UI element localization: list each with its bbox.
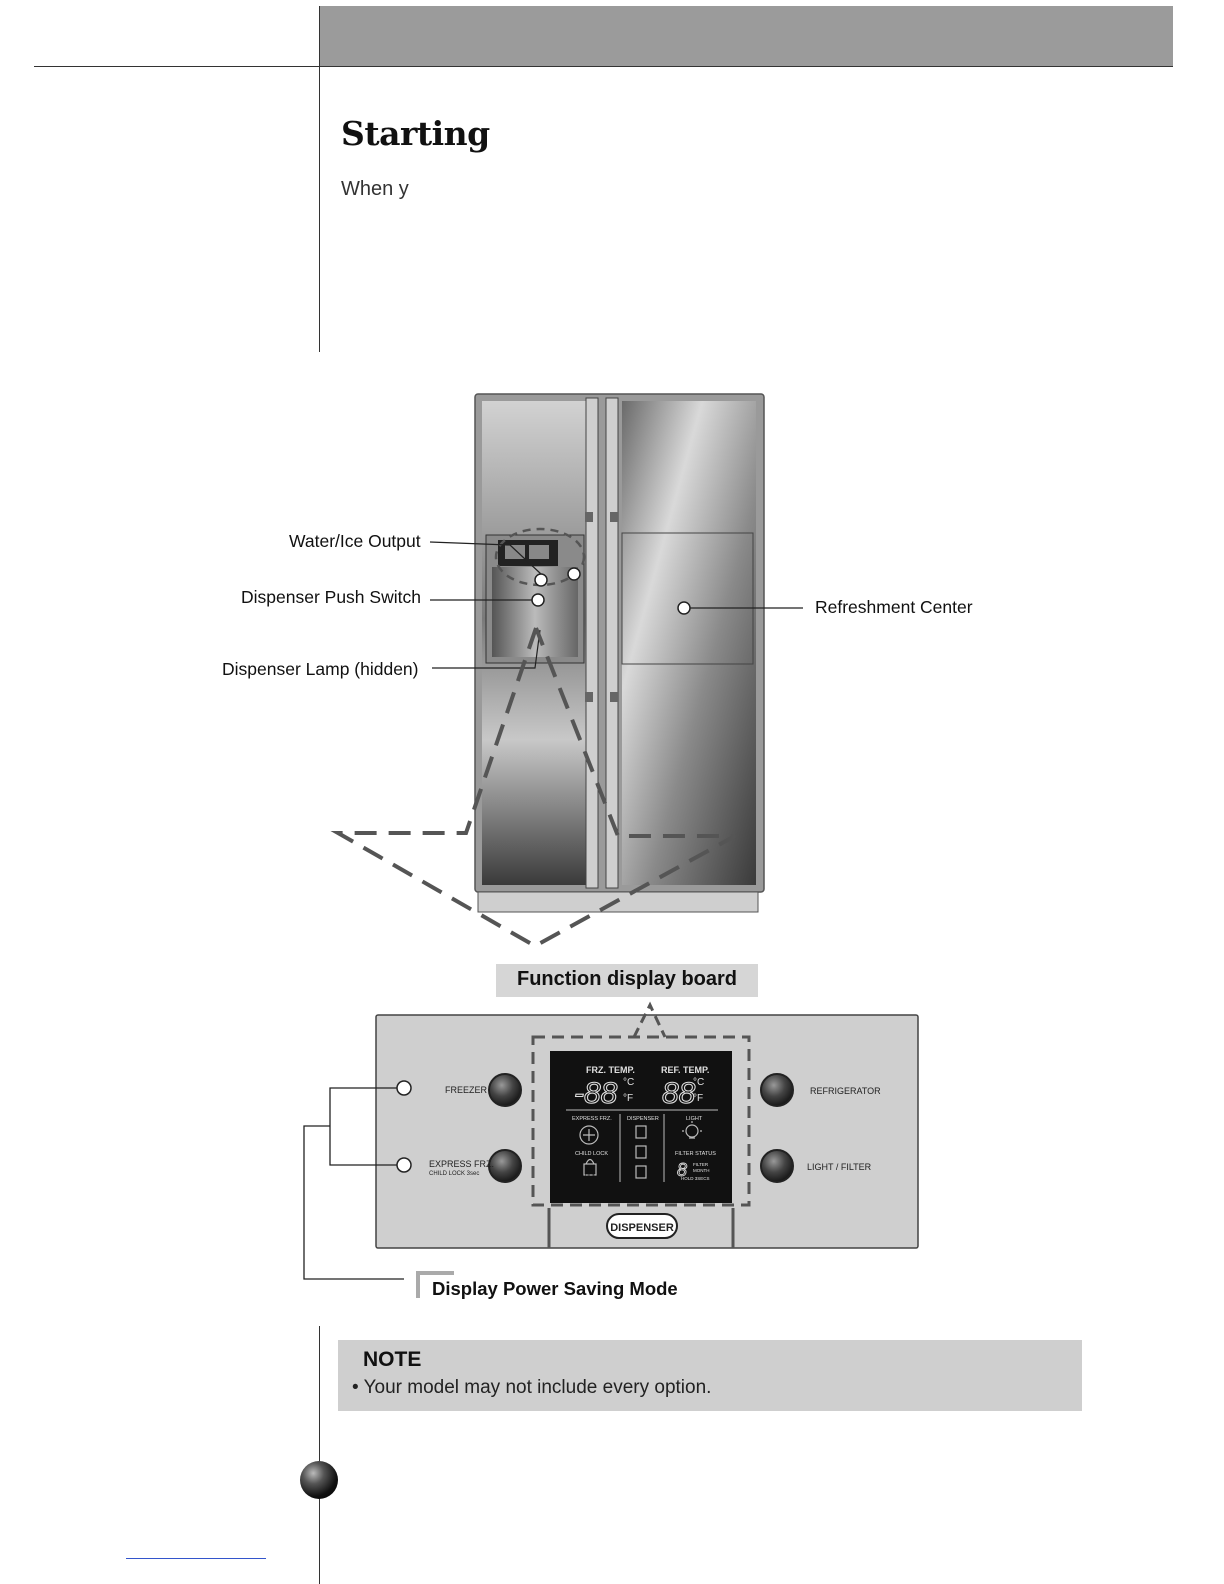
- margin-line-top: [319, 6, 320, 352]
- lcd-filter-month-2: MONTH: [693, 1168, 710, 1173]
- refrigerator-illustration: [474, 393, 765, 913]
- lcd-filter-status: FILTER STATUS: [675, 1151, 716, 1157]
- power-saving-mode-label: Display Power Saving Mode: [432, 1278, 678, 1299]
- lcd-ref-unit-c: °C: [693, 1077, 704, 1088]
- light-filter-button-label: LIGHT / FILTER: [807, 1162, 872, 1172]
- refrigerator-button-label: REFRIGERATOR: [810, 1086, 881, 1096]
- lcd-filter-digit: 8: [677, 1160, 687, 1180]
- lcd-lock: LOCK: [582, 1173, 596, 1179]
- note-text: • Your model may not include every optio…: [352, 1377, 712, 1398]
- freezer-button-label: FREEZER: [445, 1085, 488, 1095]
- callout-lines: [429, 541, 803, 669]
- refreshment-center-label: Refreshment Center: [815, 597, 973, 617]
- lcd-hold: HOLD 3SECS: [681, 1176, 710, 1181]
- dispenser-button-label: DISPENSER: [610, 1222, 674, 1234]
- lcd-ref-digits: 88: [662, 1077, 696, 1110]
- lcd-frz-temp: FRZ. TEMP.: [586, 1065, 635, 1075]
- lcd-dispenser: DISPENSER: [627, 1116, 659, 1122]
- lcd-ref-temp: REF. TEMP.: [661, 1065, 709, 1075]
- header-bar: [320, 6, 1173, 66]
- note-box: [338, 1340, 1082, 1411]
- function-display-caption: Function display board: [516, 968, 737, 990]
- lcd-light: LIGHT: [686, 1116, 703, 1122]
- water-ice-output-label: Water/Ice Output: [289, 531, 421, 551]
- lcd-child-lock: CHILD LOCK: [575, 1151, 608, 1157]
- intro-text: When y: [341, 178, 409, 200]
- lcd-frz-unit-f: °F: [623, 1093, 633, 1104]
- panel-text: FREEZER EXPRESS FRZ. CHILD LOCK 3sec REF…: [429, 1085, 881, 1234]
- lcd-frz-unit-c: °C: [623, 1077, 634, 1088]
- lcd-text: FRZ. TEMP. REF. TEMP. -88 88 °C °F °C °F…: [572, 1065, 716, 1181]
- express-frz-button-label: EXPRESS FRZ.: [429, 1159, 494, 1169]
- note-title: NOTE: [363, 1348, 422, 1371]
- footer-link-underline[interactable]: [126, 1558, 266, 1559]
- header-rule: [34, 66, 1173, 67]
- label-corner-mark: [416, 1271, 454, 1298]
- child-lock-hint: CHILD LOCK 3sec: [429, 1171, 479, 1177]
- page-title: Starting: [341, 114, 490, 153]
- function-display-board: [375, 1001, 919, 1249]
- dispenser-lamp-label: Dispenser Lamp (hidden): [222, 659, 419, 679]
- power-saving-bracket: [303, 1087, 404, 1280]
- lcd-frz-digits: -88: [574, 1077, 618, 1110]
- dispenser-push-switch-label: Dispenser Push Switch: [241, 587, 421, 607]
- lcd-ref-unit-f: °F: [693, 1093, 703, 1104]
- margin-line-bottom: [319, 1326, 320, 1584]
- page-marker-icon: [300, 1461, 338, 1499]
- lcd-filter-month-1: FILTER: [693, 1162, 709, 1167]
- zoom-funnel: [330, 627, 736, 949]
- function-display-caption-box: [496, 964, 758, 997]
- lcd-express-frz: EXPRESS FRZ.: [572, 1116, 612, 1122]
